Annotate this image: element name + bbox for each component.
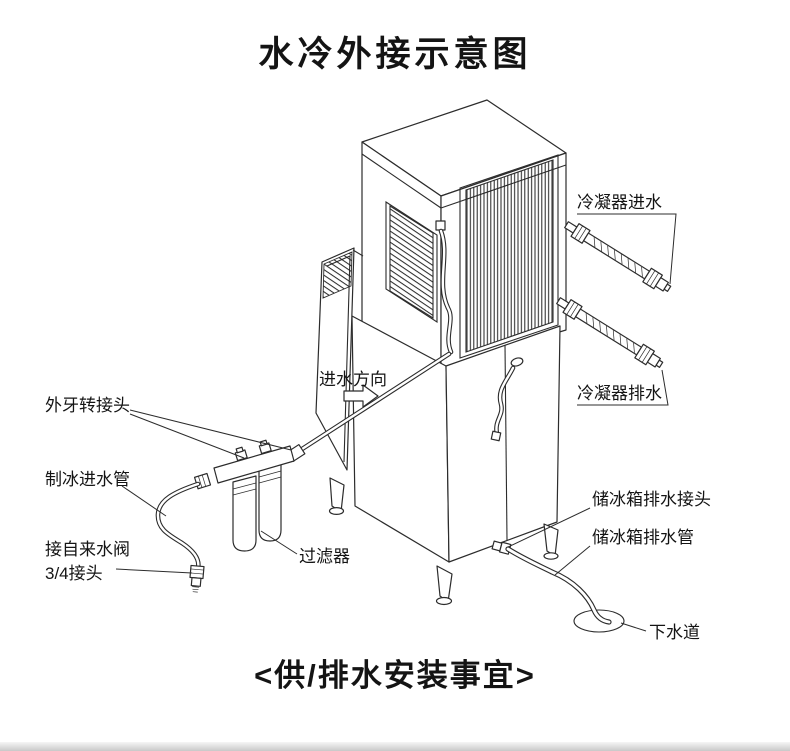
label-condenser-drain: 冷凝器排水: [577, 384, 662, 403]
hanging-hose-tip: [490, 430, 502, 442]
manifold-port-1: [234, 446, 248, 462]
leader-bin-drain-joint: [507, 507, 591, 548]
condenser-frame: [459, 154, 559, 359]
condenser-drain-hose: [556, 297, 664, 368]
label-bin-drain-pipe: 储冰箱排水管: [592, 528, 694, 547]
door-gasket-hatch: [322, 251, 353, 299]
filter-manifold: [213, 445, 295, 484]
leader-sewer: [620, 622, 647, 632]
condenser-coil: [465, 159, 554, 353]
leader-ice-inlet-pipe: [121, 485, 167, 517]
front-valve-fitting: [435, 220, 446, 231]
leader-filter: [260, 530, 298, 555]
label-tap-valve: 接自来水阀: [45, 540, 130, 559]
ice-inlet-hose: [155, 472, 212, 593]
leg-front-center: [436, 565, 453, 603]
scan-edge-shadow: [0, 742, 790, 751]
label-condenser-inlet: 冷凝器进水: [577, 193, 662, 212]
leader-condenser-drain: [577, 369, 669, 406]
label-inlet-direction: 进水方向: [319, 370, 387, 389]
label-sewer: 下水道: [649, 623, 700, 642]
filter-cartridge-back: [258, 463, 282, 542]
tap-valve-fitting: [189, 564, 205, 593]
filter-cartridge-front: [232, 475, 257, 552]
label-three-quarter-joint: 3/4接头: [45, 564, 103, 583]
hose-body: [575, 308, 643, 356]
door-outer: [315, 247, 355, 471]
bin-door-handle: [510, 357, 524, 367]
machine-legs: [328, 477, 559, 606]
label-filter: 过滤器: [299, 547, 350, 566]
page-title: 水冷外接示意图: [258, 35, 532, 74]
storage-bin: [351, 315, 561, 563]
manifold-port-2: [258, 439, 272, 455]
inlet-direction-arrow: [343, 384, 379, 408]
hose-body: [583, 232, 651, 280]
bin-drain-line: [491, 540, 625, 633]
bin-drain-fitting: [491, 540, 512, 555]
leg-front-left: [329, 477, 345, 513]
vent-grille-frame: [385, 200, 438, 324]
callouts: 冷凝器进水 冷凝器排水 外牙转接头 制冰进水管 接自来水阀 3/4接头 进水方向…: [45, 193, 711, 642]
ice-machine-head: [361, 99, 567, 369]
open-door-panel: [315, 247, 364, 471]
label-bin-drain-joint: 储冰箱排水接头: [592, 490, 711, 509]
page-caption: <供/排水安装事宜>: [254, 658, 536, 693]
filter-assembly: [213, 439, 295, 552]
leader-bin-drain-pipe: [554, 545, 591, 576]
leader-adapter-1: [129, 409, 292, 451]
vent-grille: [389, 205, 434, 319]
leader-adapter-2: [129, 413, 245, 459]
inlet-hose-tube: [155, 481, 201, 571]
label-male-thread-adapter: 外牙转接头: [45, 396, 130, 415]
door-hinge-line: [352, 249, 364, 257]
bin-right-face: [445, 325, 561, 563]
head-seam-left: [361, 153, 442, 209]
condenser-inlet-hose: [564, 221, 672, 292]
leader-tap-valve: [115, 568, 193, 574]
label-ice-inlet-pipe: 制冰进水管: [45, 470, 130, 489]
leader-condenser-inlet: [577, 213, 677, 285]
sewer-opening: [573, 609, 625, 633]
